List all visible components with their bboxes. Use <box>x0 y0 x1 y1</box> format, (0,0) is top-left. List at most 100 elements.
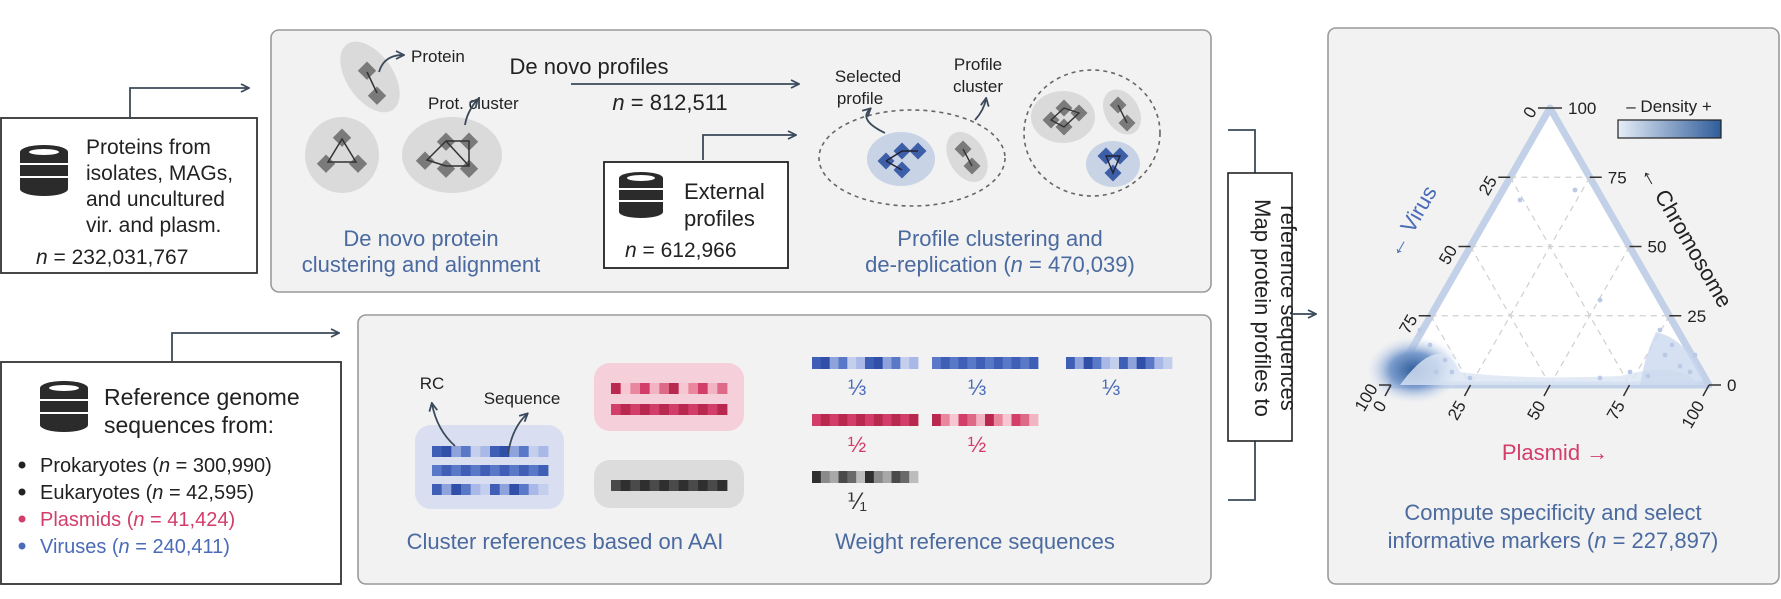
protein-cluster-illustration: Protein Prot. cluster <box>305 41 519 193</box>
denovo-profiles-count: n = 812,511 <box>612 90 727 115</box>
density-legend-bar <box>1617 119 1722 139</box>
arrow-to-bottom-panel <box>171 333 338 361</box>
top-caption-right-line1: Profile clustering and <box>897 226 1102 251</box>
weight-label: ⅓ <box>1102 375 1120 400</box>
reference-cluster-illustration: RC Sequence <box>415 363 744 509</box>
data-point <box>1417 327 1423 333</box>
data-point <box>1572 187 1578 193</box>
data-point <box>1449 369 1455 375</box>
proteins-input-box: Proteins from isolates, MAGs, and uncult… <box>0 117 258 274</box>
chromosome-tick-label: 25 <box>1687 307 1706 326</box>
ternary-caption-line1: Compute specificity and select <box>1404 500 1701 525</box>
weight-label: ⅓ <box>848 375 866 400</box>
sequence-bar <box>1066 357 1173 369</box>
database-icon <box>20 145 68 196</box>
sequence-bar <box>432 446 549 457</box>
data-point <box>1517 197 1523 203</box>
top-caption-left-line1: De novo protein <box>343 226 498 251</box>
weight-label: ⅟₁ <box>847 489 867 514</box>
reference-item: Viruses (n = 240,411) <box>40 536 230 558</box>
sequence-bar <box>611 404 728 415</box>
bottom-caption-right: Weight reference sequences <box>835 529 1115 554</box>
reference-line2: sequences from: <box>104 412 274 438</box>
weight-label: ½ <box>968 432 986 457</box>
bottom-caption-left: Cluster references based on AAI <box>407 529 724 554</box>
top-caption-left-line2: clustering and alignment <box>302 252 540 277</box>
bullet-dot <box>18 461 26 469</box>
data-point <box>1677 363 1683 369</box>
bullet-dot <box>18 542 26 550</box>
data-point <box>1645 373 1651 379</box>
data-point <box>1427 342 1433 348</box>
plasmid-axis-label: Plasmid → <box>1502 440 1608 465</box>
map-step: Map protein profiles to reference sequen… <box>1227 129 1315 501</box>
data-point <box>1433 369 1439 375</box>
data-point <box>1662 352 1668 358</box>
chromosome-tick-label: 75 <box>1608 168 1627 187</box>
sequence-bar <box>932 414 1039 426</box>
reference-item: Plasmids (n = 41,424) <box>40 509 235 531</box>
sequence-bar <box>432 484 549 495</box>
density-band <box>1400 353 1700 385</box>
density-legend-label: – Density + <box>1626 97 1712 116</box>
data-point <box>1597 375 1603 381</box>
reference-line1: Reference genome <box>104 384 300 410</box>
sequence-bar <box>932 357 1039 369</box>
weight-illustration: ⅓ ⅓ ⅓ ½ ½ ⅟₁ <box>812 357 1173 514</box>
external-count: n = 612,966 <box>625 239 737 262</box>
sequence-bar <box>432 465 549 476</box>
sequence-bar <box>812 414 919 426</box>
data-point <box>1597 297 1603 303</box>
weight-label: ⅓ <box>968 375 986 400</box>
sequence-arrow <box>507 414 527 455</box>
bottom-panel: RC Sequence ⅓ ⅓ ⅓ ½ ½ ⅟₁ Cluster references b… <box>357 314 1212 585</box>
data-point <box>1657 327 1663 333</box>
rc-arrow <box>432 404 456 447</box>
data-point <box>1467 375 1473 381</box>
ternary-caption-line2: informative markers (n = 227,897) <box>1388 528 1719 553</box>
database-icon <box>619 172 663 218</box>
map-line2: reference sequences <box>1276 205 1301 410</box>
selected-profile-line1: Selected <box>835 67 901 86</box>
data-point <box>1687 369 1693 375</box>
external-profiles-box: External profiles n = 612,966 <box>603 161 789 269</box>
reference-list: Prokaryotes (n = 300,990)Eukaryotes (n =… <box>18 455 272 558</box>
rc-label: RC <box>420 374 445 393</box>
data-point <box>1692 352 1698 358</box>
sequence-bar <box>611 383 728 394</box>
chromosome-tick-label: 50 <box>1648 238 1667 257</box>
proteins-line1: Proteins from <box>86 136 211 159</box>
data-point <box>1669 342 1675 348</box>
arrow-to-top-panel <box>129 88 248 117</box>
profile-cluster-line2: cluster <box>953 77 1003 96</box>
bullet-dot <box>18 515 26 523</box>
external-arrow <box>702 135 795 160</box>
weight-label: ½ <box>848 432 866 457</box>
top-panel: Protein Prot. cluster De novo profiles n… <box>270 29 1212 293</box>
reference-genomes-box: Reference genome sequences from: Prokary… <box>0 361 342 585</box>
sequence-bar <box>611 480 728 491</box>
top-caption-right-line2: de-replication (n = 470,039) <box>865 252 1135 277</box>
external-line1: External <box>684 179 765 204</box>
grid-line <box>1509 176 1631 386</box>
profile-cluster-illustration: Selected profile Profile cluster <box>818 55 1161 207</box>
sequence-bar <box>812 471 919 483</box>
database-icon <box>40 381 88 432</box>
sequence-label: Sequence <box>484 389 561 408</box>
proteins-line4: vir. and plasm. <box>86 214 221 237</box>
data-point <box>1627 369 1633 375</box>
external-line2: profiles <box>684 206 755 231</box>
chromosome-tick-label: 0 <box>1727 376 1736 395</box>
selected-profile-line2: profile <box>837 89 883 108</box>
proteins-line2: isolates, MAGs, <box>86 162 233 185</box>
data-point <box>1442 357 1448 363</box>
reference-item: Prokaryotes (n = 300,990) <box>40 455 272 477</box>
proteins-count: n = 232,031,767 <box>36 246 188 269</box>
density-legend: – Density + <box>1617 97 1722 139</box>
bullet-dot <box>18 488 26 496</box>
map-line1: Map protein profiles to <box>1250 199 1275 417</box>
chromosome-tick-label: 100 <box>1568 99 1596 118</box>
denovo-profiles-label: De novo profiles <box>510 54 669 79</box>
